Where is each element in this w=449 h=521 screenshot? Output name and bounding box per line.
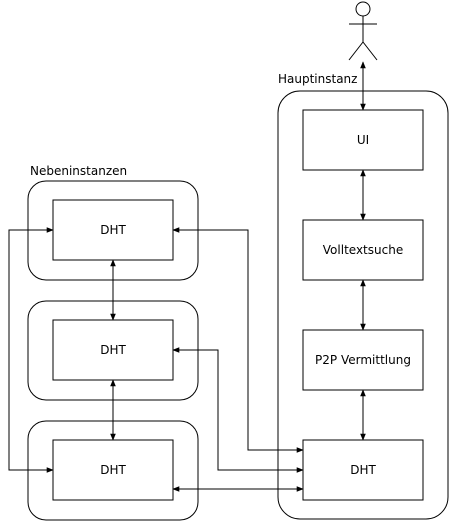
p2p-node-label: P2P Vermittlung: [315, 353, 411, 367]
main-dht-node-label: DHT: [350, 463, 376, 477]
dht-node-1: [52, 199, 174, 261]
volltextsuche-node: [302, 219, 424, 281]
dht-node-3-label: DHT: [100, 463, 126, 477]
user-actor-icon: [348, 1, 378, 61]
dht-node-3: [52, 439, 174, 501]
ui-node-label: UI: [357, 133, 369, 147]
dht-node-1-label: DHT: [100, 223, 126, 237]
volltextsuche-node-label: Volltextsuche: [323, 243, 403, 257]
dht2-main-dht-arrow: [172, 347, 304, 473]
p2p-node: [302, 329, 424, 391]
dht-node-2-label: DHT: [100, 343, 126, 357]
main-dht-node: [302, 439, 424, 501]
dht1-dht3-loop-arrow: [8, 227, 54, 473]
ui-node: [302, 109, 424, 171]
secondary-instances-label: Nebeninstanzen: [30, 164, 127, 178]
main-instance-label: Hauptinstanz: [278, 72, 357, 86]
